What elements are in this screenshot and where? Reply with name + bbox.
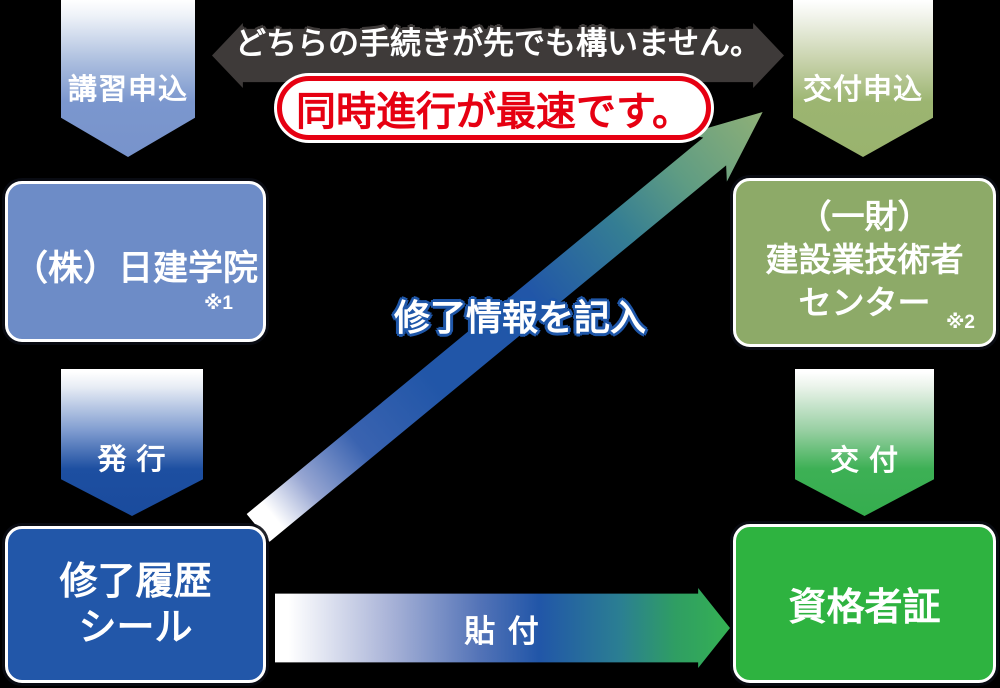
cera-center-line1: （一財）	[798, 198, 931, 235]
cera-center-box: （一財） 建設業技術者 センター ※2	[733, 178, 996, 347]
affix-label: 貼 付	[464, 613, 541, 649]
issuance-application-arrow: 交付申込	[793, 0, 933, 157]
qualification-card-title: 資格者証	[788, 587, 941, 629]
completion-seal-line1: 修了履歴	[59, 560, 212, 603]
note-1-label: ※1	[203, 293, 233, 314]
either-order-banner-text: どちらの手続きが先でも構いません。	[234, 26, 762, 61]
nikken-gakuin-title: （株）日建学院	[12, 249, 258, 288]
issue-arrow: 発 行	[61, 369, 203, 516]
course-application-label: 講習申込	[67, 74, 188, 106]
affix-arrow: 貼 付	[275, 588, 730, 668]
cera-center-line3: センター	[798, 284, 931, 321]
delivery-arrow: 交 付	[795, 369, 934, 516]
issuance-application-label: 交付申込	[802, 74, 923, 106]
delivery-label: 交 付	[829, 444, 900, 477]
course-application-arrow: 講習申込	[61, 0, 195, 157]
completion-seal-line2: シール	[78, 606, 193, 649]
note-2-label: ※2	[945, 312, 975, 333]
nikken-gakuin-box: （株）日建学院 ※1	[5, 181, 266, 342]
cera-center-line2: 建設業技術者	[765, 241, 964, 278]
simultaneous-highlight-pill: 同時進行が最速です。	[277, 76, 711, 140]
completion-info-label: 修了情報を記入	[393, 297, 646, 338]
qualification-card-box: 資格者証	[733, 524, 996, 683]
simultaneous-highlight-text: 同時進行が最速です。	[296, 90, 692, 134]
issue-label: 発 行	[97, 443, 167, 476]
completion-seal-box: 修了履歴 シール	[5, 526, 266, 683]
